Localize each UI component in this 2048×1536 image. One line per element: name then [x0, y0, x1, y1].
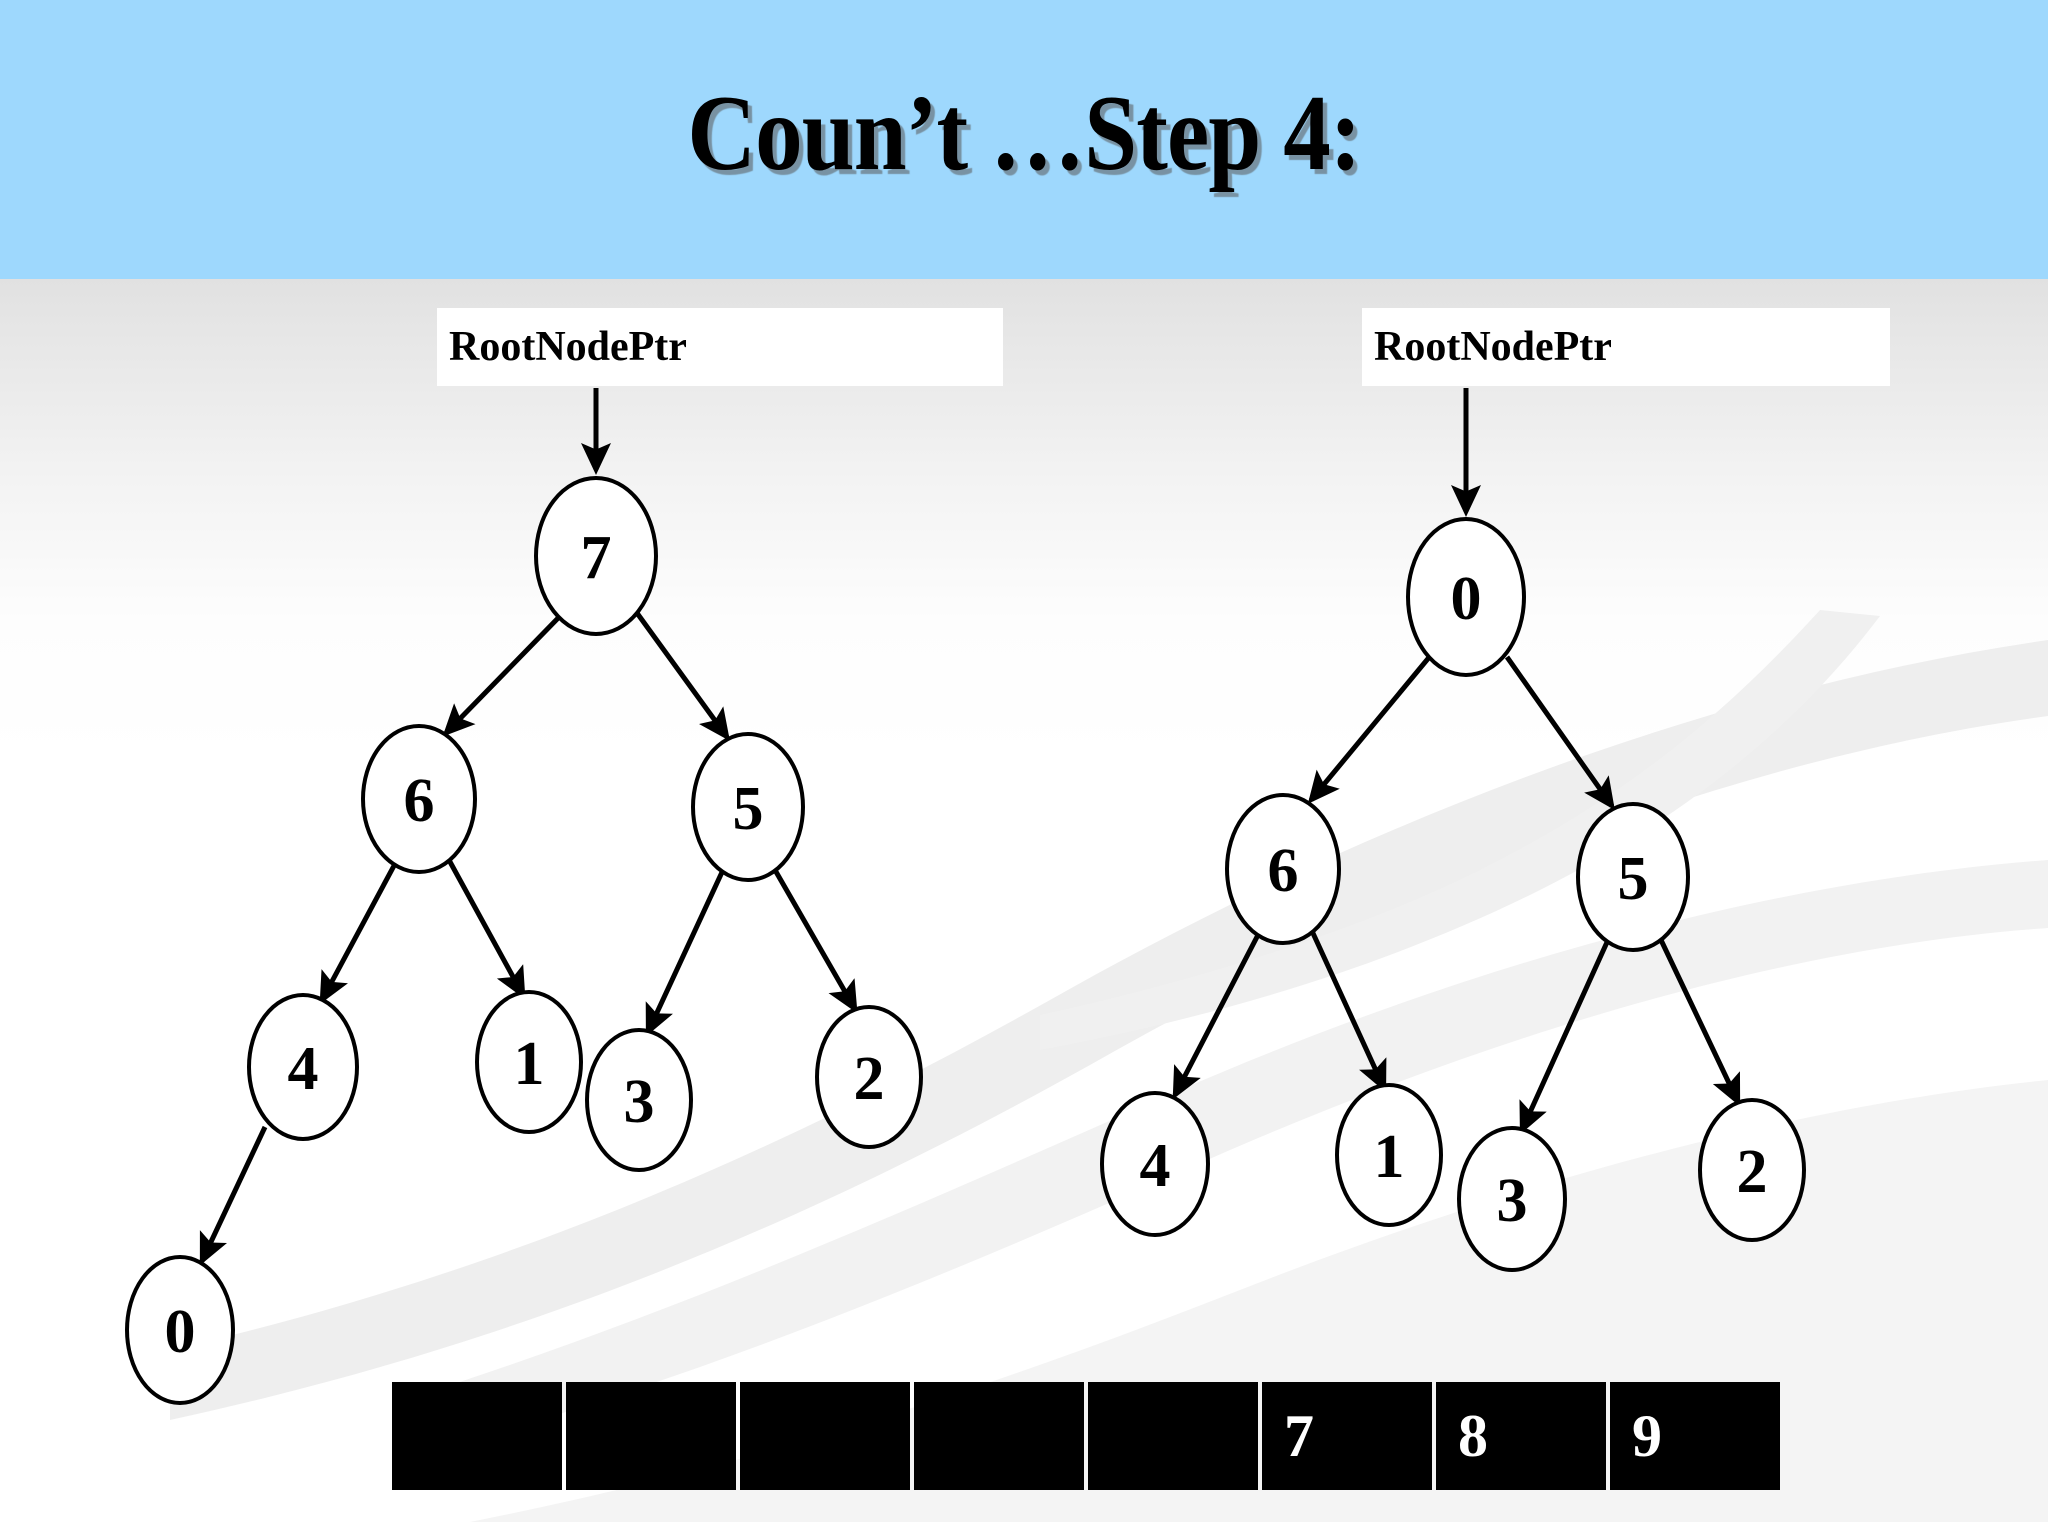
node-circle	[815, 1005, 923, 1149]
tree-edge-right-R5-to-R3	[1519, 938, 1611, 1135]
tree-edge-right-R6-to-R4	[1172, 931, 1262, 1100]
tree-node-right-0: 0	[1406, 517, 1526, 677]
left-tree-nodes: 7 6 5 4 1 3 2 0	[125, 476, 923, 1405]
tree-edge-right-R6-to-R1	[1309, 929, 1387, 1093]
node-circle	[534, 476, 658, 636]
node-label: 4	[288, 1035, 319, 1103]
node-circle	[125, 1255, 235, 1405]
array-cell-7: 9	[1610, 1382, 1780, 1490]
node-circle	[1100, 1091, 1210, 1237]
array-cell-2	[740, 1382, 910, 1490]
node-label: 1	[1374, 1123, 1405, 1191]
tree-edge-left-L7-to-L5	[634, 611, 730, 742]
tree-node-left-4: 4	[247, 993, 359, 1141]
node-circle	[691, 732, 805, 882]
right-tree-edges	[1172, 388, 1741, 1135]
tree-edge-right-R5-to-R2	[1658, 938, 1741, 1107]
node-circle	[1406, 517, 1526, 677]
node-label: 5	[1618, 845, 1649, 913]
tree-edge-left-L5-to-L2	[772, 868, 858, 1014]
title-banner	[0, 0, 2048, 279]
array-cell-3	[914, 1382, 1084, 1490]
tree-node-left-0: 0	[125, 1255, 235, 1405]
node-label: 4	[1140, 1132, 1171, 1200]
root-node-ptr-label-right: RootNodePtr	[1374, 324, 1612, 370]
node-label: 1	[514, 1030, 545, 1098]
right-tree-nodes: 0 6 5 4 1 3 2	[1100, 517, 1806, 1272]
array-cell-5: 7	[1262, 1382, 1432, 1490]
node-label: 2	[1737, 1138, 1768, 1206]
node-circle	[1335, 1083, 1443, 1227]
node-circle	[1457, 1126, 1567, 1272]
node-label: 6	[1268, 837, 1299, 905]
page-title: Coun’t …Step 4:	[687, 74, 1361, 193]
tree-edge-left-L6-to-L4	[319, 860, 399, 1005]
tree-node-right-2: 2	[1698, 1098, 1806, 1242]
node-circle	[475, 990, 583, 1134]
tree-node-left-6: 6	[361, 724, 477, 874]
tree-edge-right-R0-to-R5	[1504, 655, 1615, 811]
tree-node-left-5: 5	[691, 732, 805, 882]
tree-node-right-4: 4	[1100, 1091, 1210, 1237]
root-node-ptr-label-left: RootNodePtr	[449, 324, 687, 370]
node-label: 6	[404, 767, 435, 835]
root-node-ptr-box-right: RootNodePtr	[1362, 308, 1890, 386]
tree-node-right-6: 6	[1225, 793, 1341, 945]
tree-node-left-2: 2	[815, 1005, 923, 1149]
node-label: 0	[165, 1298, 196, 1366]
tree-node-right-3: 3	[1457, 1126, 1567, 1272]
left-tree-edges	[199, 388, 858, 1266]
node-circle	[1698, 1098, 1806, 1242]
node-label: 2	[854, 1045, 885, 1113]
node-circle	[247, 993, 359, 1141]
node-label: 0	[1451, 565, 1482, 633]
node-circle	[1225, 793, 1341, 945]
node-circle	[1576, 802, 1690, 952]
node-label: 5	[733, 775, 764, 843]
node-circle	[361, 724, 477, 874]
tree-edge-right-R0-to-R6	[1307, 653, 1433, 804]
tree-edge-left-L4-to-L0	[199, 1125, 268, 1266]
array-cell-0	[392, 1382, 562, 1490]
tree-edge-left-L7-to-L6	[442, 610, 566, 737]
root-node-ptr-box-left: RootNodePtr	[437, 308, 1003, 386]
tree-node-left-1: 1	[475, 990, 583, 1134]
tree-edge-left-L6-to-L1	[446, 858, 526, 1000]
node-label: 3	[1497, 1167, 1528, 1235]
tree-node-right-5: 5	[1576, 802, 1690, 952]
tree-node-left-3: 3	[585, 1028, 693, 1172]
node-label: 7	[581, 524, 612, 592]
tree-node-right-1: 1	[1335, 1083, 1443, 1227]
array-cell-6: 8	[1436, 1382, 1606, 1490]
array-cell-1	[566, 1382, 736, 1490]
node-circle	[585, 1028, 693, 1172]
tree-node-left-7: 7	[534, 476, 658, 636]
array-cell-4	[1088, 1382, 1258, 1490]
tree-edge-left-L5-to-L3	[645, 868, 726, 1037]
node-label: 3	[624, 1068, 655, 1136]
